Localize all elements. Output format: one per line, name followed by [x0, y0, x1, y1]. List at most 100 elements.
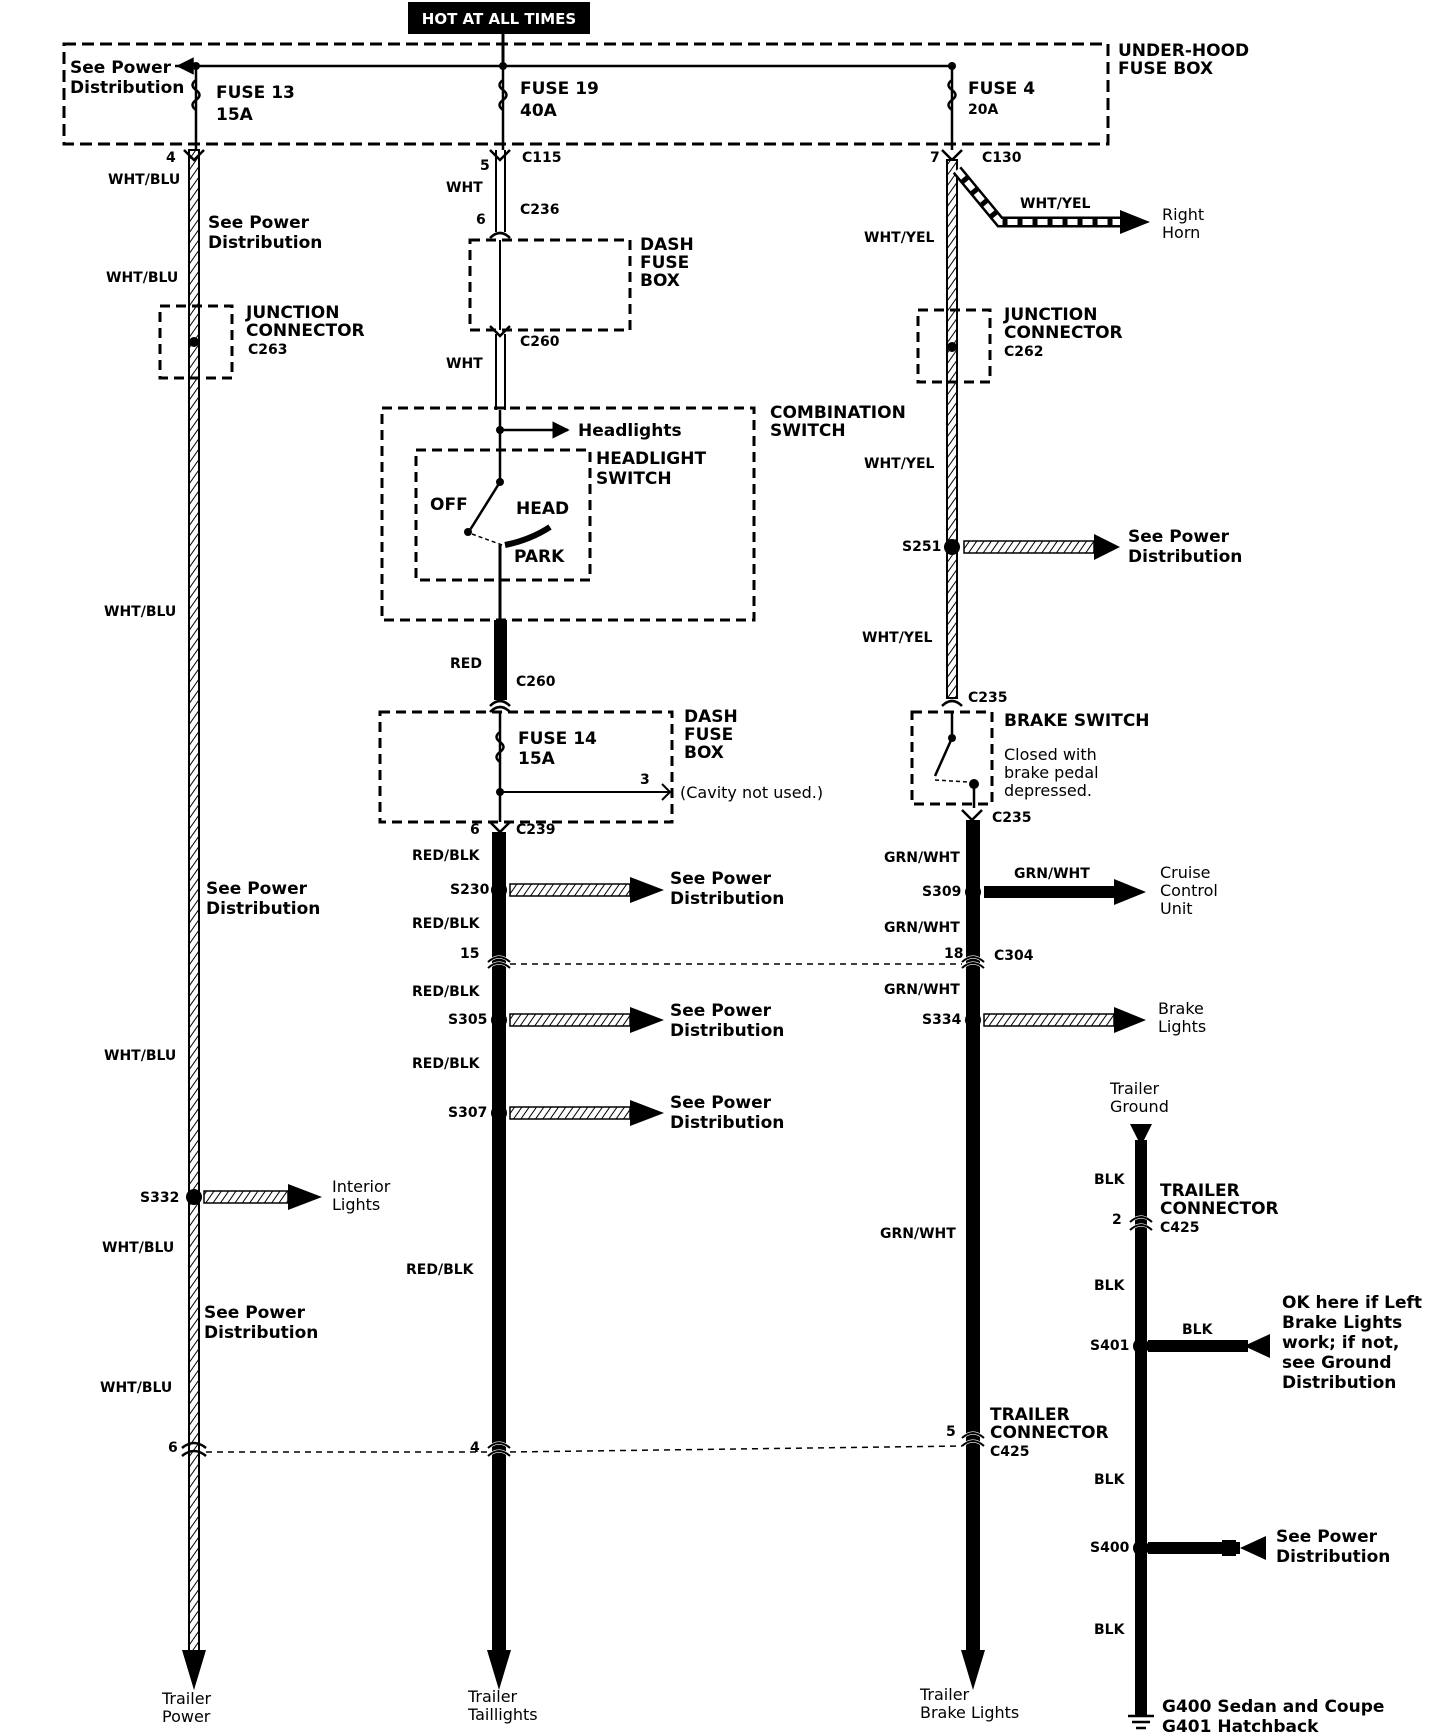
see-power-label: See Power: [1276, 1527, 1378, 1547]
see-power-label: Distribution: [204, 1323, 318, 1343]
connector-dashed-links: [206, 963, 963, 1453]
connector-id: C130: [982, 150, 1022, 166]
wire-color-label: WHT/BLU: [104, 1048, 176, 1064]
wire-color-label: WHT/YEL: [864, 230, 935, 246]
see-power-label: See Power: [670, 1093, 772, 1113]
dash-fuse-box-label: DASH: [684, 707, 738, 727]
ground-note: work; if not,: [1282, 1333, 1399, 1353]
fuse-box-title: FUSE BOX: [1118, 59, 1213, 79]
headlight-switch-label: SWITCH: [596, 469, 672, 489]
see-power-label: Distribution: [70, 78, 184, 98]
splice-id: S307: [448, 1105, 487, 1121]
pin-number: 4: [470, 1440, 480, 1456]
wire-color-label: RED/BLK: [412, 1056, 481, 1072]
pin-number: 4: [166, 150, 176, 166]
wire-color-label: BLK: [1094, 1172, 1126, 1188]
splice-id: S230: [450, 882, 490, 898]
pin-number: 7: [930, 150, 940, 166]
see-power-label: See Power: [670, 1001, 772, 1021]
dash-fuse-box-label: BOX: [640, 271, 680, 291]
fuse4-label: FUSE 4: [968, 79, 1035, 99]
wire-color-label: WHT/BLU: [104, 604, 176, 620]
see-power-label: Distribution: [670, 1021, 784, 1041]
wire-color-label: RED: [450, 656, 482, 672]
connector-id: C425: [1160, 1220, 1200, 1236]
wire-color-label: BLK: [1094, 1622, 1126, 1638]
fuse13-label: FUSE 13: [216, 83, 295, 103]
trailer-brake-lights-label: Trailer: [919, 1685, 970, 1704]
see-power-label: Distribution: [670, 889, 784, 909]
see-power-label: Distribution: [1276, 1547, 1390, 1567]
dash-fuse-box-label: DASH: [640, 235, 694, 255]
brake-switch-note: brake pedal: [1004, 763, 1099, 782]
connector-id: C260: [520, 334, 560, 350]
column-trailer-ground: Trailer Ground BLK 2 TRAILER CONNECTOR C…: [1090, 1079, 1422, 1736]
brake-switch-note: depressed.: [1004, 781, 1092, 800]
wire-color-label: RED/BLK: [412, 916, 481, 932]
junction-connector-label: CONNECTOR: [1004, 323, 1123, 343]
fuse19-amp: 40A: [520, 101, 558, 121]
see-power-label: See Power: [204, 1303, 306, 1323]
switch-head-label: HEAD: [516, 499, 569, 519]
cruise-control-label: Control: [1160, 881, 1218, 900]
junction-connector-label: JUNCTION: [245, 303, 339, 323]
ground-symbol-icon: [1128, 1714, 1154, 1730]
right-horn-label: Horn: [1162, 223, 1200, 242]
brake-lights-label: Brake: [1158, 999, 1204, 1018]
see-power-label: Distribution: [1128, 547, 1242, 567]
connector-id: C239: [516, 822, 556, 838]
cruise-control-label: Cruise: [1160, 863, 1211, 882]
wire-color-label: WHT/BLU: [102, 1240, 174, 1256]
column-trailer-brake-lights: 7 C130 WHT/YEL Right Horn WHT/YEL JUNCTI…: [862, 149, 1242, 1722]
connector-id: C260: [516, 674, 556, 690]
cruise-control-label: Unit: [1160, 899, 1193, 918]
wire-color-label: WHT/YEL: [862, 630, 933, 646]
wire-color-label: GRN/WHT: [884, 850, 960, 866]
see-power-label: Distribution: [206, 899, 320, 919]
wire-color-label: GRN/WHT: [884, 920, 960, 936]
interior-lights-label: Interior: [332, 1177, 391, 1196]
connector-id: C235: [968, 690, 1008, 706]
trailer-taillights-label: Taillights: [467, 1705, 538, 1724]
pin-number: 6: [470, 822, 480, 838]
ground-note: Brake Lights: [1282, 1313, 1402, 1333]
connector-id: C425: [990, 1444, 1030, 1460]
column-trailer-power: 4 WHT/BLU See Power Distribution WHT/BLU…: [100, 149, 391, 1726]
trailer-taillights-label: Trailer: [467, 1687, 518, 1706]
junction-connector-label: CONNECTOR: [246, 321, 365, 341]
splice-id: S309: [922, 884, 961, 900]
combination-switch-label: COMBINATION: [770, 403, 906, 423]
fuse13-amp: 15A: [216, 105, 254, 125]
fuse14-amp: 15A: [518, 749, 556, 769]
headlight-switch-label: HEADLIGHT: [596, 449, 706, 469]
fuse-box-title: UNDER-HOOD: [1118, 41, 1249, 61]
pin-number: 2: [1112, 1212, 1122, 1228]
under-hood-fuse-box: See Power Distribution FUSE 13 15A FUSE …: [62, 34, 1249, 150]
trailer-brake-lights-label: Brake Lights: [920, 1703, 1019, 1722]
wire-color-label: RED/BLK: [412, 984, 481, 1000]
splice-id: S401: [1090, 1338, 1129, 1354]
see-power-label: See Power: [70, 58, 172, 78]
wire-color-label: GRN/WHT: [1014, 866, 1090, 882]
brake-switch-note: Closed with: [1004, 745, 1097, 764]
connector-id: C115: [522, 150, 562, 166]
wire-color-label: WHT: [446, 180, 483, 196]
fuse14-label: FUSE 14: [518, 729, 597, 749]
connector-id: C236: [520, 202, 560, 218]
pin-number: 3: [640, 772, 650, 788]
fuse19-label: FUSE 19: [520, 79, 599, 99]
trailer-ground-label: Trailer: [1109, 1079, 1160, 1098]
ground-point-label: G400 Sedan and Coupe: [1162, 1697, 1384, 1717]
splice-id: S305: [448, 1012, 487, 1028]
splice-id: S251: [902, 539, 941, 555]
wire-color-label: WHT/BLU: [108, 172, 180, 188]
trailer-connector-label: CONNECTOR: [990, 1423, 1109, 1443]
dash-fuse-box-label: FUSE: [640, 253, 689, 273]
pin-number: 6: [168, 1440, 178, 1456]
see-power-label: See Power: [670, 869, 772, 889]
trailer-power-label: Trailer: [161, 1689, 212, 1708]
splice-id: S334: [922, 1012, 962, 1028]
junction-connector-label: JUNCTION: [1003, 305, 1097, 325]
see-power-label: Distribution: [670, 1113, 784, 1133]
